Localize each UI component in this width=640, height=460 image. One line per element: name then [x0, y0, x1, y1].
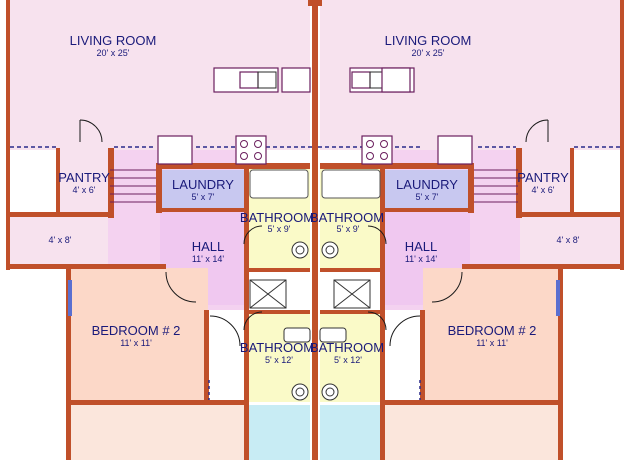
pantry-left-label: PANTRY [58, 170, 110, 185]
tub-icon [321, 169, 381, 199]
range-icon [235, 135, 267, 165]
bathroom-upper-left-label: BATHROOM [240, 210, 314, 225]
pantry-left-dim: 4' x 6' [73, 185, 96, 195]
living-room-right-label: LIVING ROOM [385, 33, 472, 48]
bedroom-right-area [423, 268, 561, 400]
living-room-right-dim: 20' x 25' [412, 48, 445, 58]
closet-right-area [520, 216, 620, 264]
kitchen-island-right [349, 67, 415, 93]
pantry-right-label: PANTRY [517, 170, 569, 185]
toilet-icon [291, 383, 309, 401]
laundry-right-area [385, 170, 470, 210]
bathroom-upper-right-dim: 5' x 9' [337, 224, 360, 234]
closet-left-area [10, 216, 108, 264]
hall-right-dim: 11' x 14' [405, 254, 438, 264]
hall-right-label: HALL [405, 239, 438, 254]
laundry-right-label: LAUNDRY [396, 177, 458, 192]
bathroom-upper-left-dim: 5' x 9' [268, 224, 291, 234]
bedroom-right-dim: 11' x 11' [476, 338, 508, 348]
closet-right-dim: 4' x 8' [557, 235, 580, 245]
hall-left-label: HALL [192, 239, 225, 254]
bathroom-upper-right-label: BATHROOM [310, 210, 384, 225]
bottom-bath-left-area [248, 405, 310, 460]
laundry-left-label: LAUNDRY [172, 177, 234, 192]
laundry-left-dim: 5' x 7' [192, 192, 215, 202]
closet-left-dim: 4' x 8' [49, 235, 72, 245]
toilet-icon [291, 241, 309, 259]
sink-icon [257, 71, 277, 89]
pantry-left-area [57, 150, 109, 212]
living-room-left-dim: 20' x 25' [97, 48, 130, 58]
bottom-room-right-area [383, 405, 561, 460]
laundry-right-dim: 5' x 7' [416, 192, 439, 202]
bedroom-left-dim: 11' x 11' [120, 338, 152, 348]
toilet-icon [321, 383, 339, 401]
stairs-icon [474, 169, 518, 203]
door-swing-icon [79, 119, 549, 347]
bedroom-left-label: BEDROOM # 2 [92, 323, 181, 338]
exterior-left [8, 150, 56, 214]
bedroom-right-label: BEDROOM # 2 [448, 323, 537, 338]
hall-left-dim: 11' x 14' [192, 254, 225, 264]
living-room-left-label: LIVING ROOM [70, 33, 157, 48]
tub-icon [249, 169, 309, 199]
pantry-right-dim: 4' x 6' [532, 185, 555, 195]
stairs-icon [110, 169, 156, 203]
exterior-right [574, 150, 622, 214]
laundry-left-area [160, 170, 245, 210]
bedroom-left-area [70, 268, 208, 400]
washer-icon [249, 279, 287, 309]
range-icon [361, 135, 393, 165]
bottom-bath-right-area [320, 405, 382, 460]
bathroom-lower-right-label: BATHROOM [310, 340, 384, 355]
kitchen-island-left [213, 67, 311, 93]
pantry-right-area [520, 150, 572, 212]
walls [6, 0, 624, 460]
bathroom-lower-left-dim: 5' x 12' [265, 355, 293, 365]
toilet-icon [321, 241, 339, 259]
washer-icon [333, 279, 371, 309]
refrigerator-icon [281, 67, 311, 93]
bathroom-lower-left-label: BATHROOM [240, 340, 314, 355]
bottom-room-left-area [70, 405, 248, 460]
bathroom-lower-right-dim: 5' x 12' [334, 355, 362, 365]
